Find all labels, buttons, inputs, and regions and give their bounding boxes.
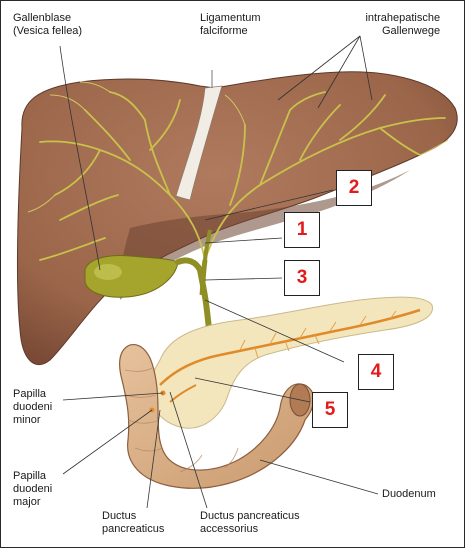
marker-1: 1 (284, 212, 320, 248)
label-papilla-minor: Papilla duodeni minor (13, 388, 52, 427)
label-papilla-minor-line2: duodeni (13, 401, 53, 413)
label-intrahepatic-line2: Gallenwege (382, 25, 441, 37)
label-papilla-minor-line1: Papilla (13, 388, 47, 400)
label-ductus-pancreaticus-line2: pancreaticus (102, 523, 165, 535)
marker-2: 2 (336, 170, 372, 206)
label-intrahepatic: intrahepatische Gallenwege (360, 12, 440, 38)
label-ductus-pancreaticus-line1: Ductus (102, 510, 137, 522)
leader-lines (59, 35, 379, 509)
label-intrahepatic-line1: intrahepatische (365, 12, 441, 24)
label-ductus-accessorius-line1: Ductus pancreaticus (200, 510, 300, 522)
label-ligamentum: Ligamentum falciforme (200, 12, 261, 38)
label-papilla-major-line3: major (13, 496, 41, 508)
label-ductus-accessorius: Ductus pancreaticus accessorius (200, 510, 300, 536)
label-gallbladder-line1: Gallenblase (13, 12, 72, 24)
label-ligamentum-line1: Ligamentum (200, 12, 261, 24)
label-ductus-pancreaticus: Ductus pancreaticus (102, 510, 164, 536)
duodenum (119, 343, 315, 489)
label-papilla-major-line2: duodeni (13, 483, 53, 495)
label-ligamentum-line2: falciforme (200, 25, 248, 37)
marker-4: 4 (358, 354, 394, 390)
pancreas (149, 296, 433, 429)
marker-5: 5 (312, 392, 348, 428)
marker-3: 3 (284, 260, 320, 296)
label-papilla-minor-line3: minor (13, 414, 41, 426)
label-papilla-major-line1: Papilla (13, 470, 47, 482)
label-papilla-major: Papilla duodeni major (13, 470, 52, 509)
label-duodenum: Duodenum (382, 488, 436, 500)
label-gallbladder: Gallenblase (Vesica fellea) (13, 12, 82, 38)
label-ductus-accessorius-line2: accessorius (200, 523, 259, 535)
label-gallbladder-line2: (Vesica fellea) (13, 25, 83, 37)
falciform-ligament (175, 85, 223, 201)
intrahepatic-ducts (39, 91, 446, 261)
